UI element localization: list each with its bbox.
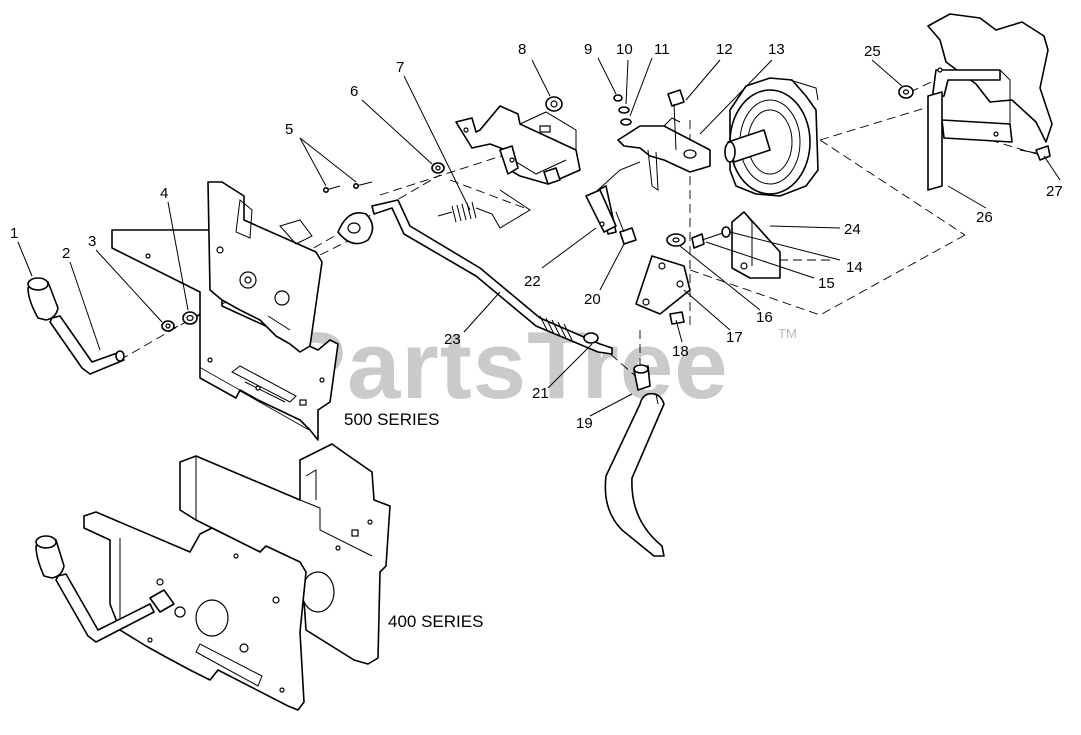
washer-14 [721,226,731,238]
pin-21 [633,364,651,391]
callout-18: 18 [672,343,689,360]
frame-section-right [927,13,1053,191]
callout-19: 19 [576,415,593,432]
callout-6: 6 [350,83,358,100]
clip-9-10 [613,94,632,126]
callout-12: 12 [716,41,733,58]
callout-2: 2 [62,245,70,262]
series-label-500: 500 SERIES [344,410,439,429]
link-22 [585,161,641,235]
shift-lever-400 [35,535,155,643]
shift-bracket [207,181,323,353]
callout-24: 24 [844,221,861,238]
bracket-8 [455,105,581,185]
callout-1: 1 [10,225,18,242]
callout-13: 13 [768,41,785,58]
callout-15: 15 [818,275,835,292]
callout-3: 3 [88,233,96,250]
plate-17 [635,255,691,315]
rod-19 [604,392,665,557]
callout-27: 27 [1046,183,1063,200]
series-label-400: 400 SERIES [388,612,483,631]
callout-23: 23 [444,331,461,348]
callout-25: 25 [864,43,881,60]
callout-21: 21 [532,385,549,402]
callout-22: 22 [524,273,541,290]
bolts-5 [322,181,373,194]
callout-26: 26 [976,209,993,226]
spring-7 [437,189,531,229]
bolt-15 [691,233,705,249]
frame-plate-500 [111,229,339,441]
callout-4: 4 [160,185,168,202]
shift-rod [337,199,613,355]
callout-7: 7 [396,59,404,76]
callout-11: 11 [654,41,670,58]
shift-lever [49,315,125,375]
callout-5: 5 [285,121,293,138]
callout-14: 14 [846,259,863,276]
callout-16: 16 [756,309,773,326]
callout-9: 9 [584,41,592,58]
transmission [724,77,819,197]
callout-17: 17 [726,329,743,346]
callout-20: 20 [584,291,601,308]
shift-knob [27,277,59,321]
leader-lines [17,57,1061,417]
callout-10: 10 [616,41,633,58]
nut-18 [669,311,685,325]
frame-assembly-400 [83,443,391,711]
callout-numbers: 1 2 3 4 5 6 7 8 9 10 11 12 13 14 15 16 1… [10,41,1063,432]
bolt-20 [615,211,637,245]
bolt-27 [1019,145,1051,161]
lever-bracket-11 [617,117,711,191]
bolt-12 [667,89,685,151]
bracket-24 [731,211,781,279]
callout-8: 8 [518,41,526,58]
watermark-trademark: TM [778,326,797,341]
